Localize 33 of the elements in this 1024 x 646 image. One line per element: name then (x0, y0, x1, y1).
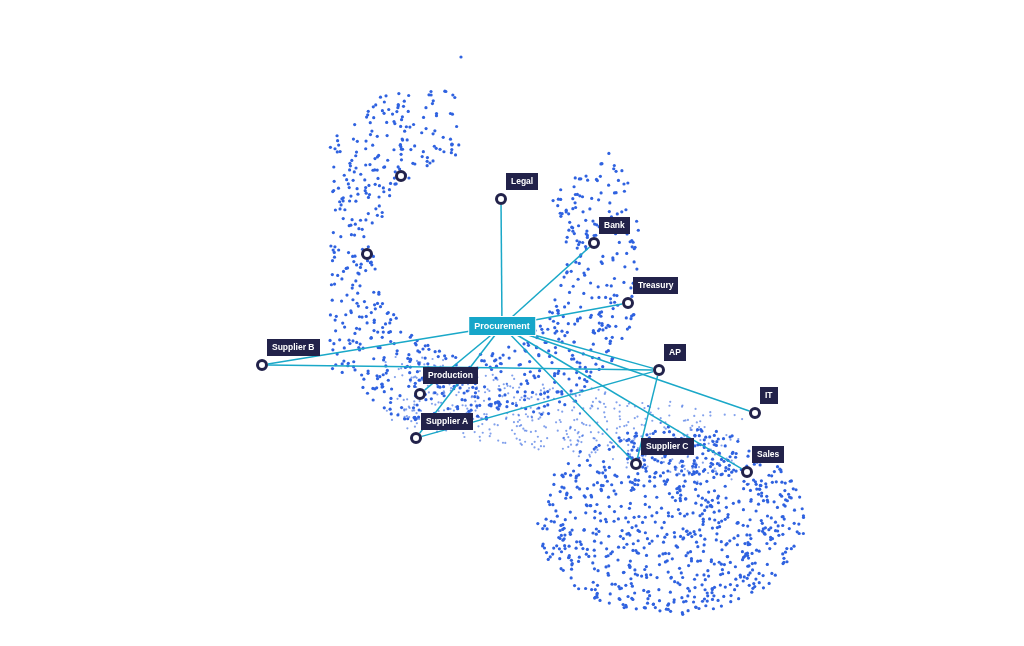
node-label: Supplier C (641, 438, 694, 456)
node-ring (256, 359, 268, 371)
node-ring (410, 432, 422, 444)
connector-line (527, 334, 751, 412)
node-label: Bank (599, 217, 630, 235)
node-ring (588, 237, 600, 249)
node-ring (741, 466, 753, 478)
node-label: AP (664, 344, 686, 362)
node-label: IT (760, 387, 778, 405)
node-ring (630, 458, 642, 470)
node-label: Sales (752, 446, 785, 464)
connector-line (636, 375, 659, 459)
node-label: Supplier A (421, 413, 474, 431)
node-label: Production (423, 367, 478, 385)
node-label: Treasury (633, 277, 679, 295)
connector-line (267, 364, 654, 371)
node-label: Legal (506, 173, 539, 191)
node-ring (395, 170, 407, 182)
hub-box: Procurement (469, 317, 535, 335)
node-ring (653, 364, 665, 376)
connector-line (267, 330, 470, 365)
node-ring (749, 407, 761, 419)
node-ring (495, 193, 507, 205)
connector-line (500, 204, 503, 318)
connector-line (510, 334, 633, 461)
node-ring (414, 388, 426, 400)
node-ring (622, 297, 634, 309)
connector-line (421, 370, 654, 438)
connector-line (516, 334, 743, 470)
node-label: Supplier B (267, 339, 320, 357)
node-ring (361, 248, 373, 260)
connector-line (534, 303, 623, 321)
connector-line (511, 246, 591, 318)
